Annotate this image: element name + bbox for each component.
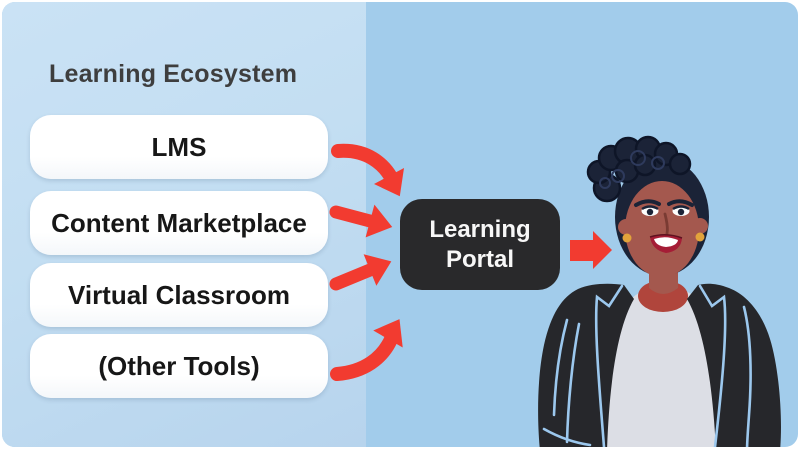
source-box-other-tools: (Other Tools) xyxy=(30,334,328,398)
source-box-other-tools-label: (Other Tools) xyxy=(98,350,260,381)
learner-illustration xyxy=(538,135,781,447)
arrow-content-marketplace-to-portal-icon xyxy=(329,204,393,238)
eyes xyxy=(641,205,690,216)
source-box-lms-label: LMS xyxy=(151,131,207,162)
learning-portal-label-line2: Portal xyxy=(445,245,514,273)
source-box-content-marketplace: Content Marketplace xyxy=(30,191,328,255)
arrow-virtual-classroom-to-portal-icon xyxy=(329,254,392,291)
source-box-content-marketplace-label: Content Marketplace xyxy=(51,207,307,238)
jacket-outlines xyxy=(542,284,752,447)
learning-portal-label-line1: Learning xyxy=(429,215,531,243)
mouth xyxy=(649,234,683,253)
jacket-right xyxy=(687,283,781,447)
face xyxy=(625,181,699,277)
panel-title: Learning Ecosystem xyxy=(49,60,298,88)
learning-ecosystem-panel: Learning Ecosystem LMS Content Marketpla… xyxy=(2,2,366,447)
arrow-lms-to-portal-icon xyxy=(331,143,405,197)
jacket-left xyxy=(538,283,634,447)
left-earring xyxy=(622,233,632,243)
right-earring xyxy=(695,232,705,242)
source-box-lms: LMS xyxy=(30,115,328,179)
eyebrows xyxy=(634,199,694,207)
hair-curl-lines xyxy=(599,150,665,189)
source-box-virtual-classroom: Virtual Classroom xyxy=(30,263,328,327)
arrow-other-tools-to-portal-icon xyxy=(330,319,403,381)
learning-portal-box: Learning Portal xyxy=(400,199,560,290)
shirt xyxy=(606,290,719,447)
source-box-virtual-classroom-label: Virtual Classroom xyxy=(67,279,291,310)
arrow-portal-to-learner-icon xyxy=(570,231,612,269)
